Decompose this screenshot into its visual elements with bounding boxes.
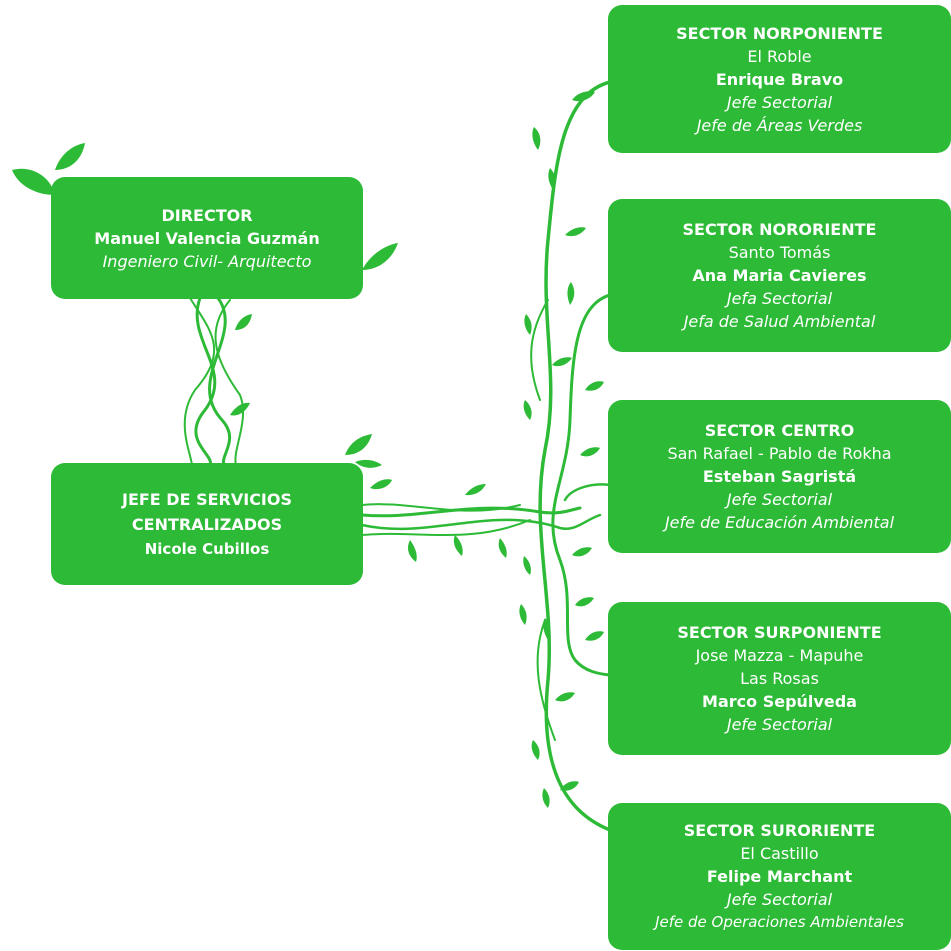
sector-suroriente-box: SECTOR SURORIENTE El Castillo Felipe Mar…: [608, 803, 951, 950]
leaf: [543, 618, 551, 640]
leaf: [12, 168, 55, 195]
sector-title: SECTOR SURPONIENTE: [677, 623, 882, 642]
vine-jefe-stem: [361, 503, 521, 512]
jefe-title-line1: JEFE DE SERVICIOS: [121, 489, 293, 509]
leaf: [572, 547, 592, 557]
sector-name: Enrique Bravo: [715, 69, 844, 89]
leaf: [345, 434, 372, 455]
vine-main-stem: [563, 483, 612, 502]
leaf: [523, 400, 532, 420]
vine-jefe-stem: [360, 513, 602, 531]
director-name: Manuel Valencia Guzmán: [94, 228, 320, 248]
sector-area: El Roble: [747, 46, 812, 66]
sector-surponiente-box: SECTOR SURPONIENTE Jose Mazza - Mapuhe L…: [608, 602, 951, 755]
jefe-name: Nicole Cubillos: [144, 539, 270, 558]
leaf: [555, 692, 575, 702]
leaf: [567, 282, 575, 305]
leaf: [453, 535, 463, 556]
sector-role2: Jefe de Operaciones Ambientales: [655, 913, 904, 931]
leaf: [575, 597, 594, 607]
sector-name: Marco Sepúlveda: [702, 692, 857, 711]
sector-role2: Jefa de Salud Ambiental: [683, 312, 876, 331]
vine-director-jefe: [194, 296, 217, 467]
sector-role: Jefe Sectorial: [726, 715, 833, 734]
sector-centro-box: SECTOR CENTRO San Rafael - Pablo de Rokh…: [608, 400, 951, 553]
leaf: [370, 479, 392, 490]
leaf: [565, 227, 586, 237]
sector-title: SECTOR NORPONIENTE: [676, 23, 883, 43]
director-box: DIRECTOR Manuel Valencia Guzmán Ingenier…: [51, 177, 363, 299]
leaf: [572, 91, 595, 102]
leaf: [532, 127, 541, 150]
vine-main-stem: [551, 293, 612, 677]
vine-director-jefe: [214, 299, 245, 466]
leaf: [498, 538, 507, 558]
leaf: [548, 168, 556, 190]
sector-title: SECTOR CENTRO: [704, 421, 855, 440]
jefe-servicios-box: JEFE DE SERVICIOS CENTRALIZADOS Nicole C…: [51, 463, 363, 585]
leaf: [585, 631, 604, 641]
leaf: [524, 314, 532, 335]
leaf: [465, 484, 486, 496]
leaf: [580, 447, 600, 457]
director-role: Ingeniero Civil- Arquitecto: [102, 251, 312, 271]
leaf: [560, 781, 579, 791]
sector-role: Jefe Sectorial: [726, 92, 833, 112]
jefe-title-line2: CENTRALIZADOS: [131, 514, 283, 534]
director-title: DIRECTOR: [161, 205, 253, 225]
leaf: [523, 556, 531, 575]
leaf: [585, 381, 604, 391]
leaf: [542, 788, 550, 808]
leaf: [408, 540, 417, 562]
sector-area: Santo Tomás: [728, 243, 831, 262]
vine-jefe-stem: [361, 519, 531, 536]
sector-name: Ana Maria Cavieres: [692, 266, 867, 285]
leaf: [355, 459, 382, 468]
sector-role2: Jefe de Áreas Verdes: [696, 115, 863, 135]
sector-name: Felipe Marchant: [706, 867, 853, 886]
leaf: [230, 402, 250, 416]
sector-area: El Castillo: [740, 844, 819, 863]
leaf: [235, 314, 252, 330]
vine-director-jefe: [183, 297, 216, 466]
sector-role: Jefe Sectorial: [726, 890, 833, 909]
sector-nororiente-box: SECTOR NORORIENTE Santo Tomás Ana Maria …: [608, 199, 951, 352]
sector-area: Jose Mazza - Mapuhe: [695, 646, 864, 665]
sector-area: San Rafael - Pablo de Rokha: [667, 444, 892, 463]
sector-role: Jefa Sectorial: [726, 289, 833, 308]
leaf: [362, 243, 398, 270]
leaf: [55, 143, 85, 170]
sector-title: SECTOR SURORIENTE: [683, 821, 876, 840]
vine-main-stem: [536, 619, 556, 741]
leaf: [531, 740, 540, 760]
sector-title: SECTOR NORORIENTE: [682, 220, 877, 239]
sector-area2: Las Rosas: [740, 669, 819, 688]
leaf: [519, 604, 527, 625]
vine-director-jefe: [208, 296, 231, 467]
sector-name: Esteban Sagristá: [702, 467, 857, 486]
sector-norponiente-box: SECTOR NORPONIENTE El Roble Enrique Brav…: [608, 5, 951, 153]
vine-main-stem: [538, 80, 612, 832]
vine-main-stem: [530, 299, 549, 401]
vine-jefe-stem: [360, 506, 582, 518]
leaf: [552, 357, 572, 367]
sector-role: Jefe Sectorial: [726, 490, 833, 509]
sector-role2: Jefe de Educación Ambiental: [664, 513, 895, 532]
